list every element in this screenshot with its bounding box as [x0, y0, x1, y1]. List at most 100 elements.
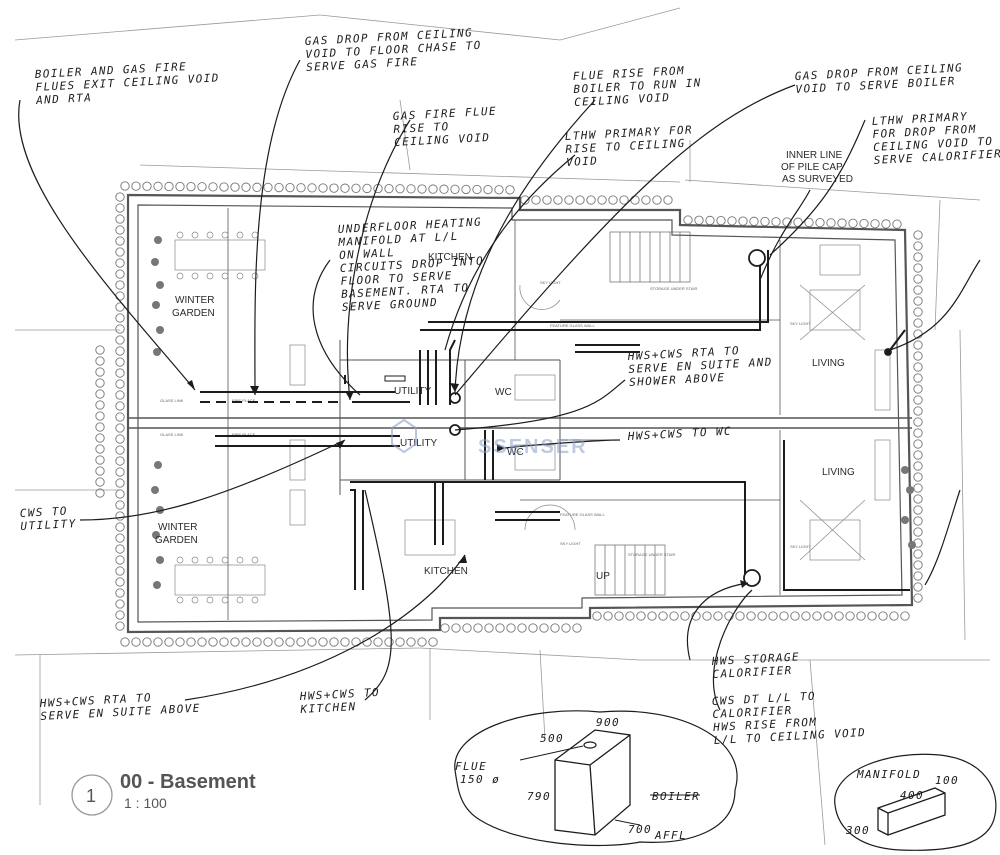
room-winter-garden-top-2: GARDEN — [172, 308, 215, 319]
glass-link-top: GLASS LINK — [160, 398, 184, 403]
boiler-sketch: FLUE 150 ø 500 900 790 700 AFFL BOILER — [454, 710, 738, 847]
survey-note-line-3: AS SURVEYED — [782, 174, 853, 185]
annotation-line: CALORIFIER — [712, 704, 793, 721]
boiler-dim-900: 900 — [596, 716, 620, 729]
annotation-line: HWS STORAGE — [710, 650, 800, 668]
manifold-dim-300: 300 — [845, 824, 870, 837]
annotation-line: KITCHEN — [299, 700, 357, 716]
boiler-flue-size: 150 ø — [460, 773, 500, 786]
annotation-boiler-flues: BOILER AND GAS FIREFLUES EXIT CEILING VO… — [33, 58, 220, 107]
drawing-title: 00 - Basement — [120, 771, 256, 793]
annotation-gas-drop-fire: GAS DROP FROM CEILINGVOID TO FLOOR CHASE… — [304, 26, 482, 74]
handwritten-annotations: BOILER AND GAS FIREFLUES EXIT CEILING VO… — [19, 26, 1000, 747]
room-wc-top: WC — [495, 387, 512, 398]
annotation-cws-calorifier: CWS DT L/L TOCALORIFIERHWS RISE FROML/L … — [710, 687, 866, 747]
drawing-number-circle — [71, 774, 113, 816]
glass-link-bottom: GLASS LINK — [160, 432, 184, 437]
sky-light-3: SKY LIGHT — [560, 541, 581, 546]
annotation-line: LTHW PRIMARY — [871, 110, 968, 128]
feature-wall-top: FEATURE GLASS WALL — [550, 323, 595, 328]
annotation-line: MANIFOLD AT L/L — [337, 230, 459, 249]
manifold-dim-400: 400 — [900, 789, 924, 802]
fire-place-top: FIRE PLACE — [232, 398, 256, 403]
drawing-number: 1 — [86, 786, 96, 806]
annotation-hws-cws-ensuite-shower: HWS+CWS RTA TOSERVE EN SUITE ANDSHOWER A… — [626, 342, 773, 389]
pipework — [200, 250, 910, 591]
annotation-line: CEILING VOID TO — [873, 135, 994, 154]
annotation-line: RISE TO CEILING — [565, 137, 686, 156]
sky-light-4: SKY LIGHT — [790, 544, 811, 549]
room-winter-garden-bottom-2: GARDEN — [155, 535, 198, 546]
annotation-line: HWS+CWS TO — [298, 686, 380, 703]
annotation-line: SHOWER ABOVE — [629, 371, 726, 389]
annotation-line: UTILITY — [20, 517, 77, 533]
survey-note-line-2: OF PILE CAP — [781, 162, 843, 173]
fire-place-bottom: FIRE PLACE — [232, 432, 256, 437]
annotation-line: HWS RISE FROM — [712, 716, 818, 734]
manifold-dim-100: 100 — [935, 774, 959, 787]
annotation-line: CWS DT L/L TO — [711, 690, 816, 708]
stair-top — [609, 231, 691, 283]
feature-wall-bottom: FEATURE GLASS WALL — [560, 512, 605, 517]
manifold-sketch: MANIFOLD 100 400 300 — [834, 753, 997, 851]
manifold-label: MANIFOLD — [856, 768, 921, 781]
room-wc-bottom: WC — [507, 447, 524, 458]
leader-arrowheads — [187, 380, 748, 588]
drawing-scale: 1 : 100 — [124, 795, 167, 811]
survey-note-line-1: INNER LINE — [786, 150, 842, 161]
annotation-hws-storage: HWS STORAGECALORIFIER — [710, 650, 800, 681]
watermark: SSENSER — [391, 418, 588, 458]
room-utility-bottom: UTILITY — [400, 438, 438, 449]
annotation-gas-fire-flue: GAS FIRE FLUERISE TOCEILING VOID — [392, 105, 498, 149]
watermark-text: SSENSER — [478, 436, 588, 458]
pile-circles — [95, 181, 923, 647]
annotation-gas-drop-boiler: GAS DROP FROM CEILINGVOID TO SERVE BOILE… — [794, 61, 964, 96]
annotation-line: SERVE GROUND — [342, 296, 439, 314]
boiler-flue-label: FLUE — [455, 760, 487, 773]
annotation-hws-cws-kitchen: HWS+CWS TOKITCHEN — [298, 686, 380, 716]
room-winter-garden-bottom: WINTER — [158, 522, 197, 533]
annotation-line: FOR DROP FROM — [872, 123, 977, 141]
building-walls — [126, 193, 914, 634]
boiler-dim-700: 700 — [628, 823, 652, 836]
annotation-line: HWS+CWS RTA TO — [626, 344, 740, 363]
annotation-line: SERVE GAS FIRE — [306, 55, 419, 74]
annotation-line: VOID — [566, 154, 599, 169]
annotation-cws-utility: CWS TOUTILITY — [19, 504, 76, 533]
room-labels: WINTER GARDEN KITCHEN UTILITY WC LIVING … — [155, 150, 855, 582]
boiler-label: BOILER — [652, 790, 700, 803]
annotation-line: RISE TO — [393, 120, 450, 136]
annotation-line: FLOOR TO SERVE — [340, 269, 453, 288]
title-block: 1 00 - Basement 1 : 100 — [71, 771, 256, 816]
annotation-line: AND RTA — [35, 91, 93, 107]
room-utility-top: UTILITY — [394, 386, 432, 397]
annotation-underfloor: UNDERFLOOR HEATINGMANIFOLD AT L/LON WALL… — [336, 215, 486, 313]
site-boundary-lines — [14, 7, 990, 846]
room-winter-garden-top: WINTER — [175, 295, 214, 306]
annotation-line: CALORIFIER — [712, 664, 793, 681]
sky-light-1: SKY LIGHT — [540, 280, 561, 285]
equipment-circles — [449, 249, 892, 587]
annotation-line: ON WALL — [339, 246, 396, 262]
annotation-line: CEILING VOID — [394, 131, 491, 149]
stair-up-label: UP — [596, 571, 610, 582]
planting — [151, 236, 916, 589]
annotation-flue-rise: FLUE RISE FROMBOILER TO RUN INCEILING VO… — [572, 63, 702, 109]
annotation-hws-cws-wc: HWS+CWS TO WC — [626, 425, 732, 443]
annotation-line: HWS+CWS TO WC — [626, 425, 732, 443]
room-kitchen-bottom: KITCHEN — [424, 566, 468, 577]
room-living-top: LIVING — [812, 358, 845, 369]
room-kitchen-top: KITCHEN — [428, 252, 472, 263]
annotation-hws-cws-ensuite: HWS+CWS RTA TOSERVE EN SUITE ABOVE — [38, 689, 201, 723]
storage-top: STORAGE UNDER STAIR — [650, 286, 698, 291]
annotation-line: CEILING VOID — [574, 91, 671, 109]
sky-light-2: SKY LIGHT — [790, 321, 811, 326]
annotation-line: GAS FIRE FLUE — [392, 105, 497, 123]
stair-bottom — [594, 544, 666, 596]
boiler-dim-790: 790 — [527, 790, 551, 803]
annotation-lthw-primary-rise: LTHW PRIMARY FORRISE TO CEILINGVOID — [564, 123, 694, 169]
annotation-line: FLUE RISE FROM — [572, 64, 685, 83]
annotation-line: CWS TO — [19, 504, 68, 520]
leader-lines — [18, 59, 981, 711]
room-living-bottom: LIVING — [822, 467, 855, 478]
